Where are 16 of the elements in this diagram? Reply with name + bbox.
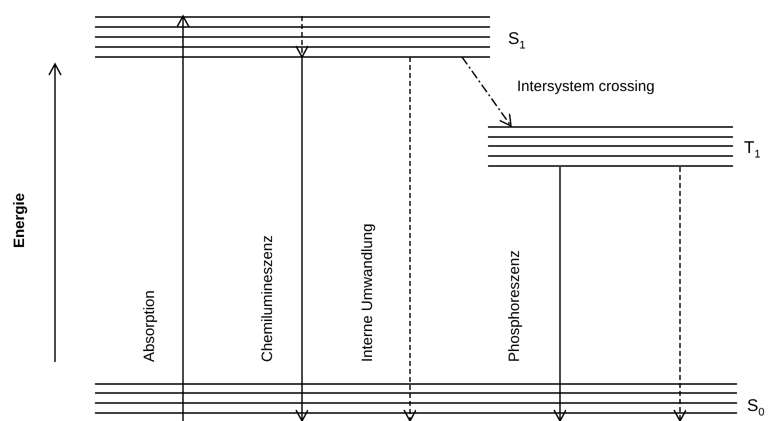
edge-label: Intersystem crossing bbox=[517, 78, 655, 95]
state-label: T$_{1}$ bbox=[744, 139, 761, 162]
state-label: S$_{0}$ bbox=[747, 397, 764, 420]
arrow bbox=[176, 15, 190, 421]
edge-label: Phosphoreszenz bbox=[506, 250, 523, 362]
state-label: S$_{1}$ bbox=[508, 30, 526, 54]
arrow bbox=[295, 16, 309, 58]
arrow bbox=[673, 167, 687, 421]
arrow bbox=[461, 56, 512, 127]
edge-label: Chemilumineszenz bbox=[259, 235, 276, 362]
arrow bbox=[403, 57, 417, 421]
arrow bbox=[295, 57, 309, 421]
edge-label: Absorption bbox=[141, 290, 158, 362]
edge-label: Interne Umwandlung bbox=[359, 224, 376, 362]
axis-label: Energie bbox=[11, 192, 28, 248]
arrow bbox=[553, 167, 567, 421]
